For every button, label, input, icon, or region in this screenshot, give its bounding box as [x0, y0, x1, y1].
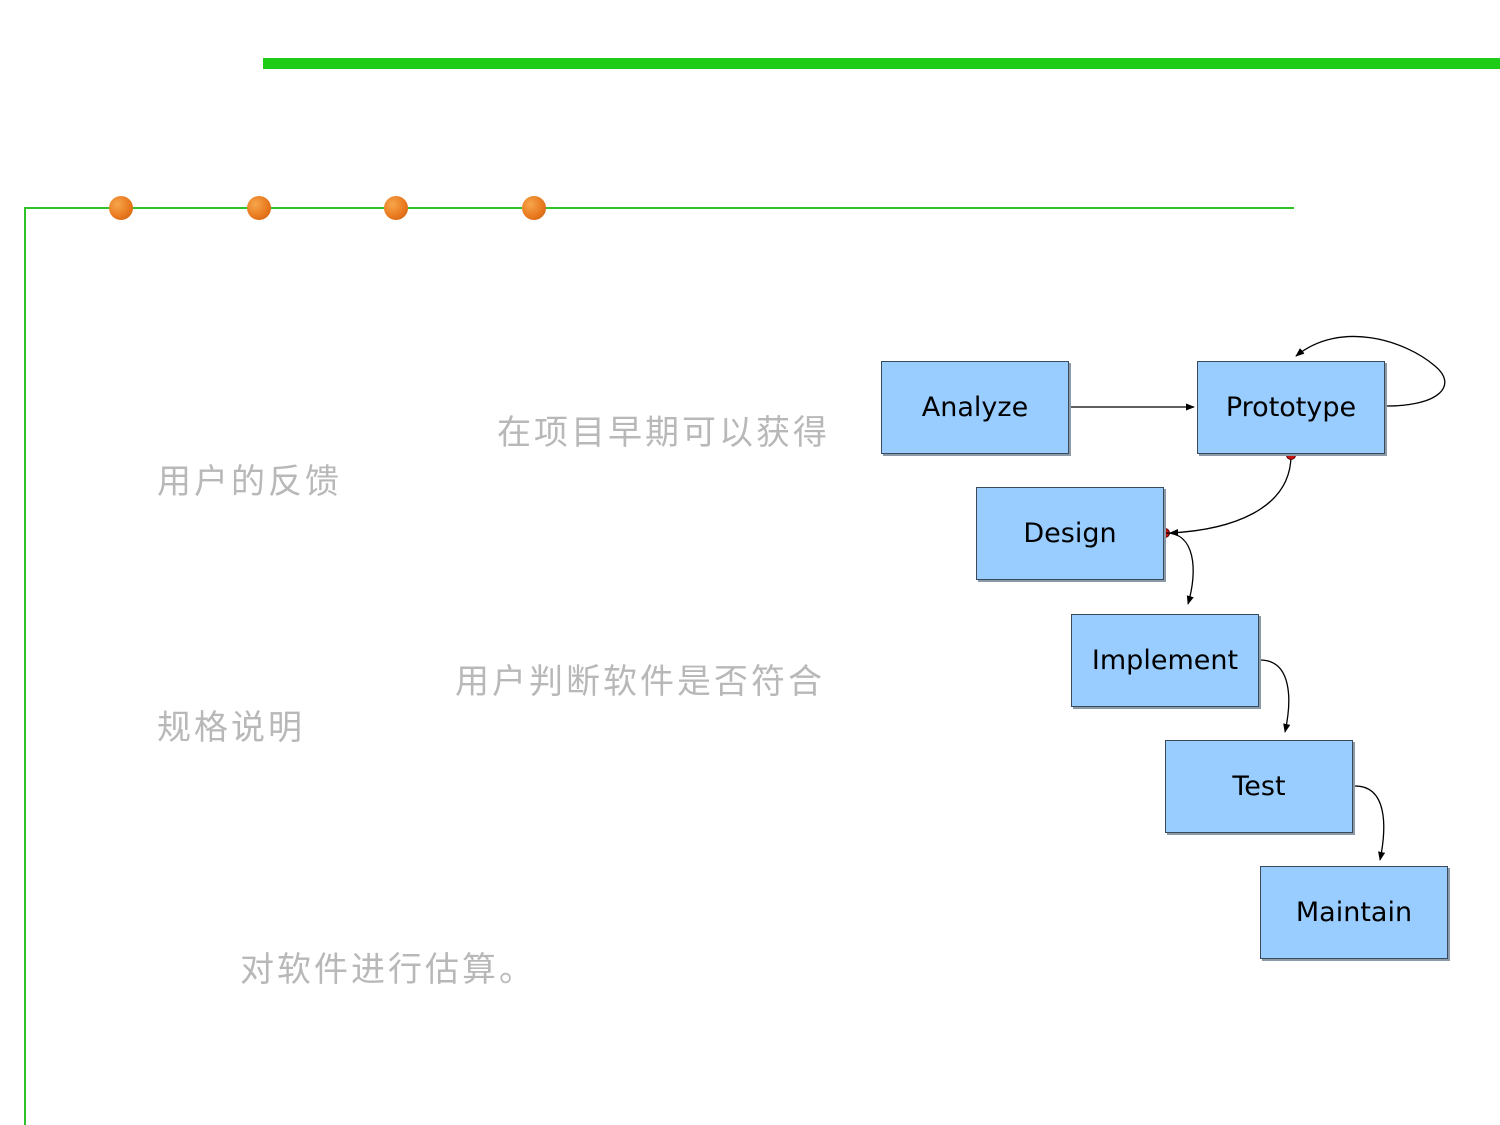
bullet-dot — [109, 196, 133, 220]
bullet-dot — [247, 196, 271, 220]
edge-prototype-design — [1169, 454, 1292, 537]
node-design: Design — [976, 487, 1164, 580]
benefit-line-3: 对软件进行估算。 — [240, 950, 536, 990]
benefit-line-1a: 在项目早期可以获得 — [497, 413, 830, 453]
node-prototype: Prototype — [1197, 361, 1385, 454]
node-implement: Implement — [1071, 614, 1259, 707]
node-maintain: Maintain — [1260, 866, 1448, 959]
edge-test-maintain — [1354, 785, 1386, 861]
edge-design-implement — [1165, 532, 1194, 605]
node-analyze: Analyze — [881, 361, 1069, 454]
frame-left-line — [24, 207, 26, 1125]
bullet-dot — [522, 196, 546, 220]
edge-implement-test — [1259, 659, 1291, 733]
frame-top-line — [24, 207, 1294, 209]
node-test: Test — [1165, 740, 1353, 833]
benefit-line-2b: 规格说明 — [157, 708, 305, 748]
benefit-line-2a: 用户判断软件是否符合 — [455, 662, 825, 702]
benefit-line-1b: 用户的反馈 — [157, 462, 342, 502]
bullet-dot — [384, 196, 408, 220]
accent-bar — [263, 58, 1500, 69]
